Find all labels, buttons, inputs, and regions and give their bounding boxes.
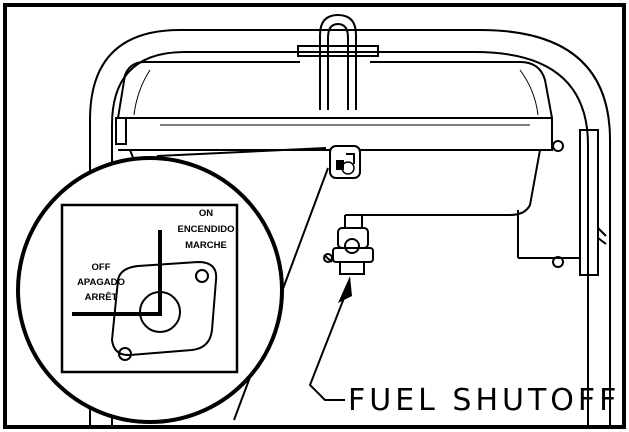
fuel-cap <box>297 13 379 110</box>
fuel-valve-detail-icon <box>16 156 284 424</box>
off-label-fr: ARRÊT <box>85 291 118 303</box>
off-position-label: OFF APAGADO ARRÊT <box>77 262 125 303</box>
side-bracket <box>517 129 607 276</box>
fuel-shutoff-label: FUEL SHUTOFF <box>348 383 620 418</box>
off-label-es: APAGADO <box>77 277 125 288</box>
frame-border <box>3 3 626 429</box>
fuel-valve <box>323 215 374 275</box>
on-label-en: ON <box>199 208 213 219</box>
on-label-es: ENCENDIDO <box>177 224 234 235</box>
on-position-label: ON ENCENDIDO MARCHE <box>177 208 234 251</box>
on-label-fr: MARCHE <box>185 240 227 251</box>
left-bracket <box>115 117 127 145</box>
fuel-tank-symbol-icon <box>329 145 361 179</box>
frame-tube <box>89 29 611 427</box>
callout-arrow-icon <box>308 276 352 401</box>
off-label-en: OFF <box>92 262 111 273</box>
